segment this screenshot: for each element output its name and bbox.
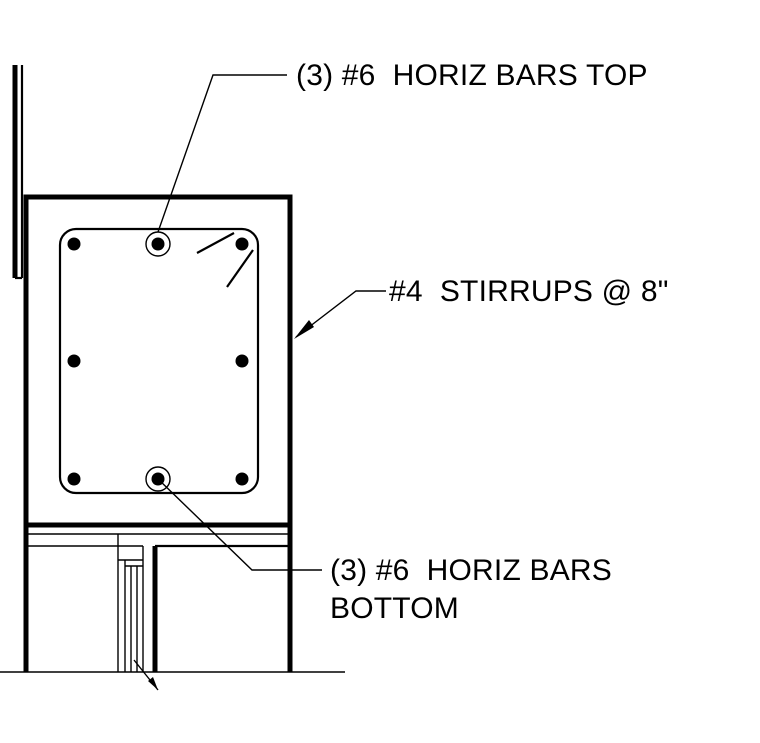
leader-top-bars [157,74,287,233]
rebar-mid-left [67,354,81,368]
rebar-bottom-right [235,472,249,486]
leader-stirrups [294,290,386,339]
rebar-mid-right [235,354,249,368]
rebar-group [67,231,249,492]
wall-stub [12,65,24,280]
callout-bottom-bars-line1: (3) #6 HORIZ BARS [330,554,612,587]
rebar-top-right [235,237,249,251]
rebar-top-left [67,237,81,251]
callout-stirrups: #4 STIRRUPS @ 8" [389,275,669,308]
callout-bottom-bars-line2: BOTTOM [330,592,459,625]
wall-below [0,525,345,673]
callout-top-bars: (3) #6 HORIZ BARS TOP [296,59,648,92]
rebar-bottom-center-highlight [145,466,171,492]
stirrup [58,227,260,495]
bottom-arrow [133,659,159,691]
beam-outline [23,194,293,528]
leader-bottom-bars [157,478,322,571]
rebar-top-center [151,237,165,251]
stirrup-hook [196,232,254,288]
rebar-bottom-left [67,472,81,486]
